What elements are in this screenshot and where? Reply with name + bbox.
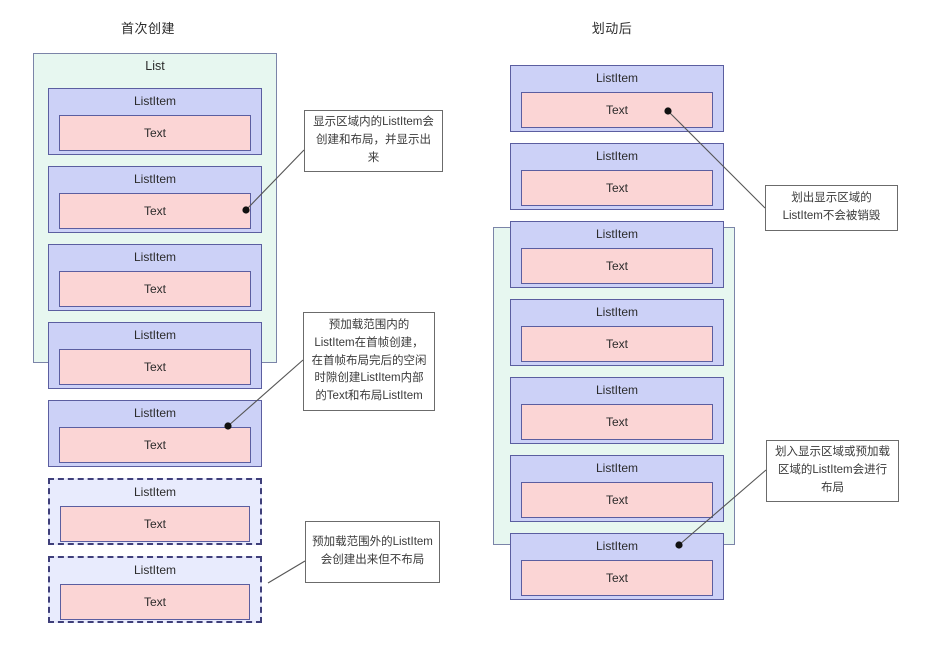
list-item-label: ListItem: [595, 461, 638, 475]
text-node: Text: [60, 506, 250, 542]
list-item[interactable]: ListItem Text: [510, 455, 724, 522]
list-item-label: ListItem: [133, 406, 176, 420]
list-label: List: [145, 59, 165, 73]
list-item-label: ListItem: [133, 250, 176, 264]
list-item[interactable]: ListItem Text: [510, 143, 724, 210]
list-item-label: ListItem: [595, 71, 638, 85]
list-item-unlaid-out[interactable]: ListItem Text: [48, 478, 262, 545]
list-item[interactable]: ListItem Text: [510, 533, 724, 600]
list-item-label: ListItem: [133, 485, 176, 499]
text-node: Text: [521, 92, 713, 128]
text-node: Text: [59, 427, 251, 463]
text-node: Text: [60, 584, 250, 620]
list-item-label: ListItem: [133, 94, 176, 108]
list-item-label: ListItem: [595, 227, 638, 241]
text-node: Text: [59, 349, 251, 385]
list-item[interactable]: ListItem Text: [510, 377, 724, 444]
list-item-label: ListItem: [133, 328, 176, 342]
list-item-label: ListItem: [595, 305, 638, 319]
callout-visible-area: 显示区域内的ListItem会创建和布局，并显示出来: [304, 110, 443, 172]
left-column-title: 首次创建: [120, 21, 175, 36]
list-item[interactable]: ListItem Text: [48, 400, 262, 467]
list-item-label: ListItem: [595, 383, 638, 397]
callout-preload-outside: 预加载范围外的ListItem会创建出来但不布局: [305, 521, 440, 583]
connector-line: [267, 560, 306, 584]
list-item[interactable]: ListItem Text: [510, 221, 724, 288]
list-item-label: ListItem: [133, 172, 176, 186]
list-item[interactable]: ListItem Text: [510, 65, 724, 132]
text-node: Text: [521, 170, 713, 206]
list-item[interactable]: ListItem Text: [48, 322, 262, 389]
text-node: Text: [59, 271, 251, 307]
callout-scrolled-in: 划入显示区域或预加载区域的ListItem会进行布局: [766, 440, 899, 502]
callout-scrolled-out: 划出显示区域的ListItem不会被销毁: [765, 185, 898, 231]
list-item[interactable]: ListItem Text: [510, 299, 724, 366]
list-item[interactable]: ListItem Text: [48, 166, 262, 233]
list-item-label: ListItem: [595, 149, 638, 163]
list-item-label: ListItem: [595, 539, 638, 553]
text-node: Text: [59, 193, 251, 229]
list-item-unlaid-out[interactable]: ListItem Text: [48, 556, 262, 623]
text-node: Text: [59, 115, 251, 151]
text-node: Text: [521, 482, 713, 518]
list-item[interactable]: ListItem Text: [48, 244, 262, 311]
text-node: Text: [521, 560, 713, 596]
text-node: Text: [521, 248, 713, 284]
right-column-title: 划动后: [591, 21, 633, 36]
callout-preload-inside: 预加载范围内的ListItem在首帧创建，在首帧布局完后的空闲时隙创建ListI…: [303, 312, 435, 411]
list-item-label: ListItem: [133, 563, 176, 577]
list-item[interactable]: ListItem Text: [48, 88, 262, 155]
text-node: Text: [521, 326, 713, 362]
text-node: Text: [521, 404, 713, 440]
